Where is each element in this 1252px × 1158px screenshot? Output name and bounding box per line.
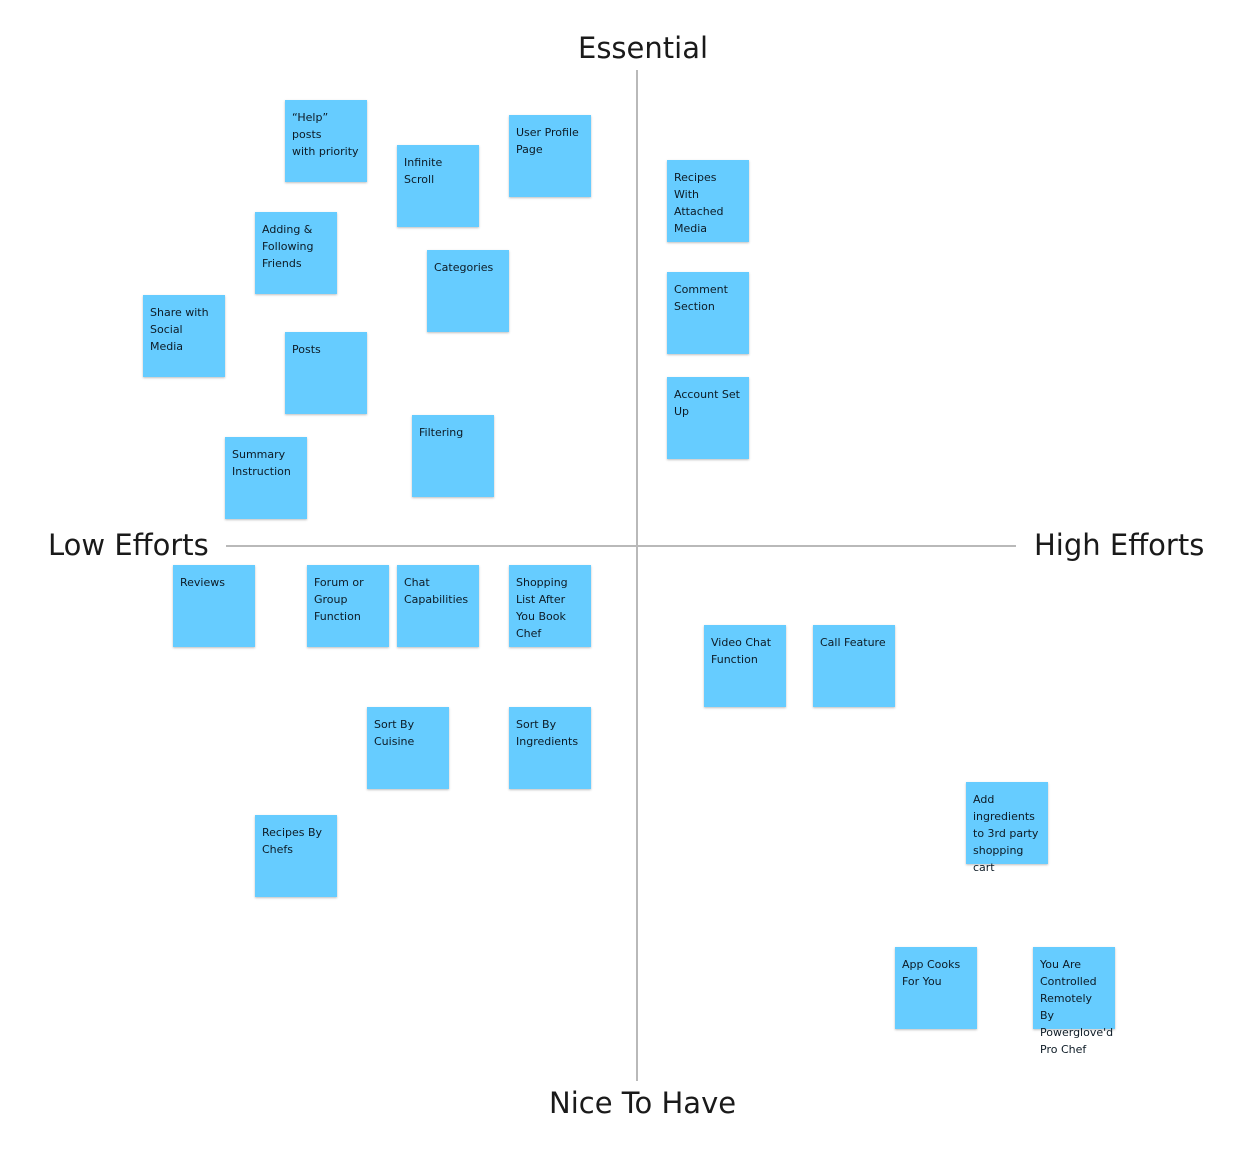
sticky-note-text: Share with Social Media: [150, 306, 209, 353]
sticky-note-text: You Are Controlled Remotely By Powerglov…: [1040, 958, 1114, 1056]
sticky-note-recipes-with-attached-media[interactable]: Recipes With Attached Media: [667, 160, 749, 242]
axis-label-low-efforts: Low Efforts: [48, 528, 209, 562]
sticky-note-sort-by-ingredients[interactable]: Sort By Ingredients: [509, 707, 591, 789]
sticky-note-text: Shopping List After You Book Chef: [516, 576, 568, 640]
sticky-note-filtering[interactable]: Filtering: [412, 415, 494, 497]
sticky-note-comment-section[interactable]: Comment Section: [667, 272, 749, 354]
sticky-note-text: Sort By Cuisine: [374, 718, 415, 748]
sticky-note-text: Add ingredients to 3rd party shopping ca…: [973, 793, 1039, 874]
sticky-note-video-chat-function[interactable]: Video Chat Function: [704, 625, 786, 707]
sticky-note-categories[interactable]: Categories: [427, 250, 509, 332]
sticky-note-share-with-social-media[interactable]: Share with Social Media: [143, 295, 225, 377]
sticky-note-text: Filtering: [419, 426, 464, 439]
sticky-note-text: Chat Capabilities: [404, 576, 469, 606]
sticky-note-text: Comment Section: [674, 283, 728, 313]
sticky-note-text: Forum or Group Function: [314, 576, 364, 623]
sticky-note-text: Categories: [434, 261, 494, 274]
sticky-note-add-ingredients-3rd-party[interactable]: Add ingredients to 3rd party shopping ca…: [966, 782, 1048, 874]
sticky-note-text: User Profile Page: [516, 126, 579, 156]
sticky-note-text: Adding & Following Friends: [262, 223, 314, 270]
sticky-note-shopping-list[interactable]: Shopping List After You Book Chef: [509, 565, 591, 647]
sticky-note-text: Reviews: [180, 576, 225, 589]
sticky-note-chat-capabilities[interactable]: Chat Capabilities: [397, 565, 479, 647]
sticky-note-text: Video Chat Function: [711, 636, 772, 666]
sticky-note-summary-instruction[interactable]: Summary Instruction: [225, 437, 307, 519]
sticky-note-app-cooks-for-you[interactable]: App Cooks For You: [895, 947, 977, 1029]
axis-label-high-efforts: High Efforts: [1034, 528, 1205, 562]
sticky-note-text: Recipes By Chefs: [262, 826, 323, 856]
sticky-note-adding-following-friends[interactable]: Adding & Following Friends: [255, 212, 337, 294]
vertical-axis-line: [636, 70, 638, 1081]
sticky-note-text: App Cooks For You: [902, 958, 961, 988]
sticky-note-forum-or-group-function[interactable]: Forum or Group Function: [307, 565, 389, 647]
sticky-note-text: Recipes With Attached Media: [674, 171, 724, 235]
sticky-note-text: “Help” posts with priority: [292, 111, 359, 158]
sticky-note-text: Account Set Up: [674, 388, 740, 418]
sticky-note-text: Summary Instruction: [232, 448, 291, 478]
sticky-note-infinite-scroll[interactable]: Infinite Scroll: [397, 145, 479, 227]
sticky-note-reviews[interactable]: Reviews: [173, 565, 255, 647]
sticky-note-text: Infinite Scroll: [404, 156, 443, 186]
axis-label-nice-to-have: Nice To Have: [549, 1086, 737, 1120]
sticky-note-text: Posts: [292, 343, 321, 356]
sticky-note-powerglove-pro-chef[interactable]: You Are Controlled Remotely By Powerglov…: [1033, 947, 1115, 1056]
sticky-note-text: Call Feature: [820, 636, 886, 649]
sticky-note-sort-by-cuisine[interactable]: Sort By Cuisine: [367, 707, 449, 789]
horizontal-axis-line: [226, 545, 1016, 547]
sticky-note-user-profile-page[interactable]: User Profile Page: [509, 115, 591, 197]
sticky-note-call-feature[interactable]: Call Feature: [813, 625, 895, 707]
sticky-note-account-set-up[interactable]: Account Set Up: [667, 377, 749, 459]
sticky-note-posts[interactable]: Posts: [285, 332, 367, 414]
axis-label-essential: Essential: [578, 31, 709, 65]
sticky-note-help-posts[interactable]: “Help” posts with priority: [285, 100, 367, 182]
sticky-note-text: Sort By Ingredients: [516, 718, 579, 748]
sticky-note-recipes-by-chefs[interactable]: Recipes By Chefs: [255, 815, 337, 897]
